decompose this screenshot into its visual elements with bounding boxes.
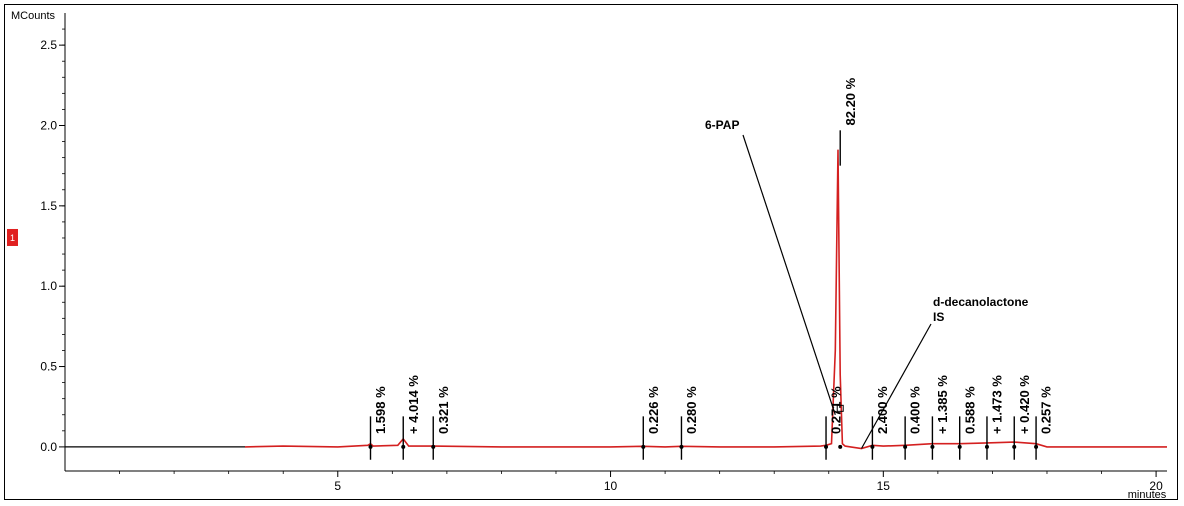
y-axis-title: MCounts	[11, 10, 56, 22]
annotation-is: IS	[933, 310, 944, 324]
x-tick-label: 10	[604, 479, 618, 493]
peak-label: 0.321 %	[436, 386, 451, 434]
peak-dot	[838, 444, 843, 449]
peak-label: 0.280 %	[684, 386, 699, 434]
annotation-6-pap-leader	[742, 134, 836, 415]
peak-dot	[641, 444, 646, 449]
main-peak-box	[836, 404, 844, 412]
peak-label: 0.226 %	[646, 386, 661, 434]
peak-label: + 4.014 %	[406, 375, 421, 434]
peak-label: 0.257 %	[1039, 386, 1054, 434]
peak-dot	[368, 444, 373, 449]
peak-dot	[1012, 444, 1017, 449]
peak-label: + 0.420 %	[1017, 375, 1032, 434]
channel-marker-box	[7, 228, 18, 246]
x-tick-label: 5	[334, 479, 341, 493]
x-tick-label: 15	[877, 479, 891, 493]
peak-label: + 1.385 %	[935, 375, 950, 434]
peak-label: 0.588 %	[962, 386, 977, 434]
peak-dot	[870, 444, 875, 449]
y-tick-label: 2.5	[40, 38, 57, 52]
annotation-6-pap: 6-PAP	[705, 118, 739, 132]
peak-dot	[431, 444, 436, 449]
peak-dot	[401, 444, 406, 449]
y-tick-label: 1.5	[40, 199, 57, 213]
x-axis-title: minutes	[1128, 489, 1167, 501]
peak-dot	[824, 444, 829, 449]
x-tick-label: 20	[1149, 479, 1163, 493]
y-tick-label: 1.0	[40, 279, 57, 293]
y-tick-label: 2.0	[40, 118, 57, 132]
peak-dot	[903, 444, 908, 449]
peak-label: 0.400 %	[908, 386, 923, 434]
peak-dot	[984, 444, 989, 449]
peak-dot	[930, 444, 935, 449]
y-tick-label: 0.0	[40, 440, 57, 454]
peak-label: 82.20 %	[843, 77, 858, 125]
peak-dot	[1034, 444, 1039, 449]
annotation-is-leader	[860, 323, 932, 449]
peak-dot	[957, 444, 962, 449]
peak-label: 0.271 %	[829, 386, 844, 434]
peak-dot	[679, 444, 684, 449]
peak-label: + 1.473 %	[990, 375, 1005, 434]
channel-marker-label: 1	[10, 233, 15, 243]
y-tick-label: 0.5	[40, 360, 57, 374]
peak-label: 1.598 %	[373, 386, 388, 434]
annotation-d-decanolactone: d-decanolactone	[933, 295, 1029, 309]
